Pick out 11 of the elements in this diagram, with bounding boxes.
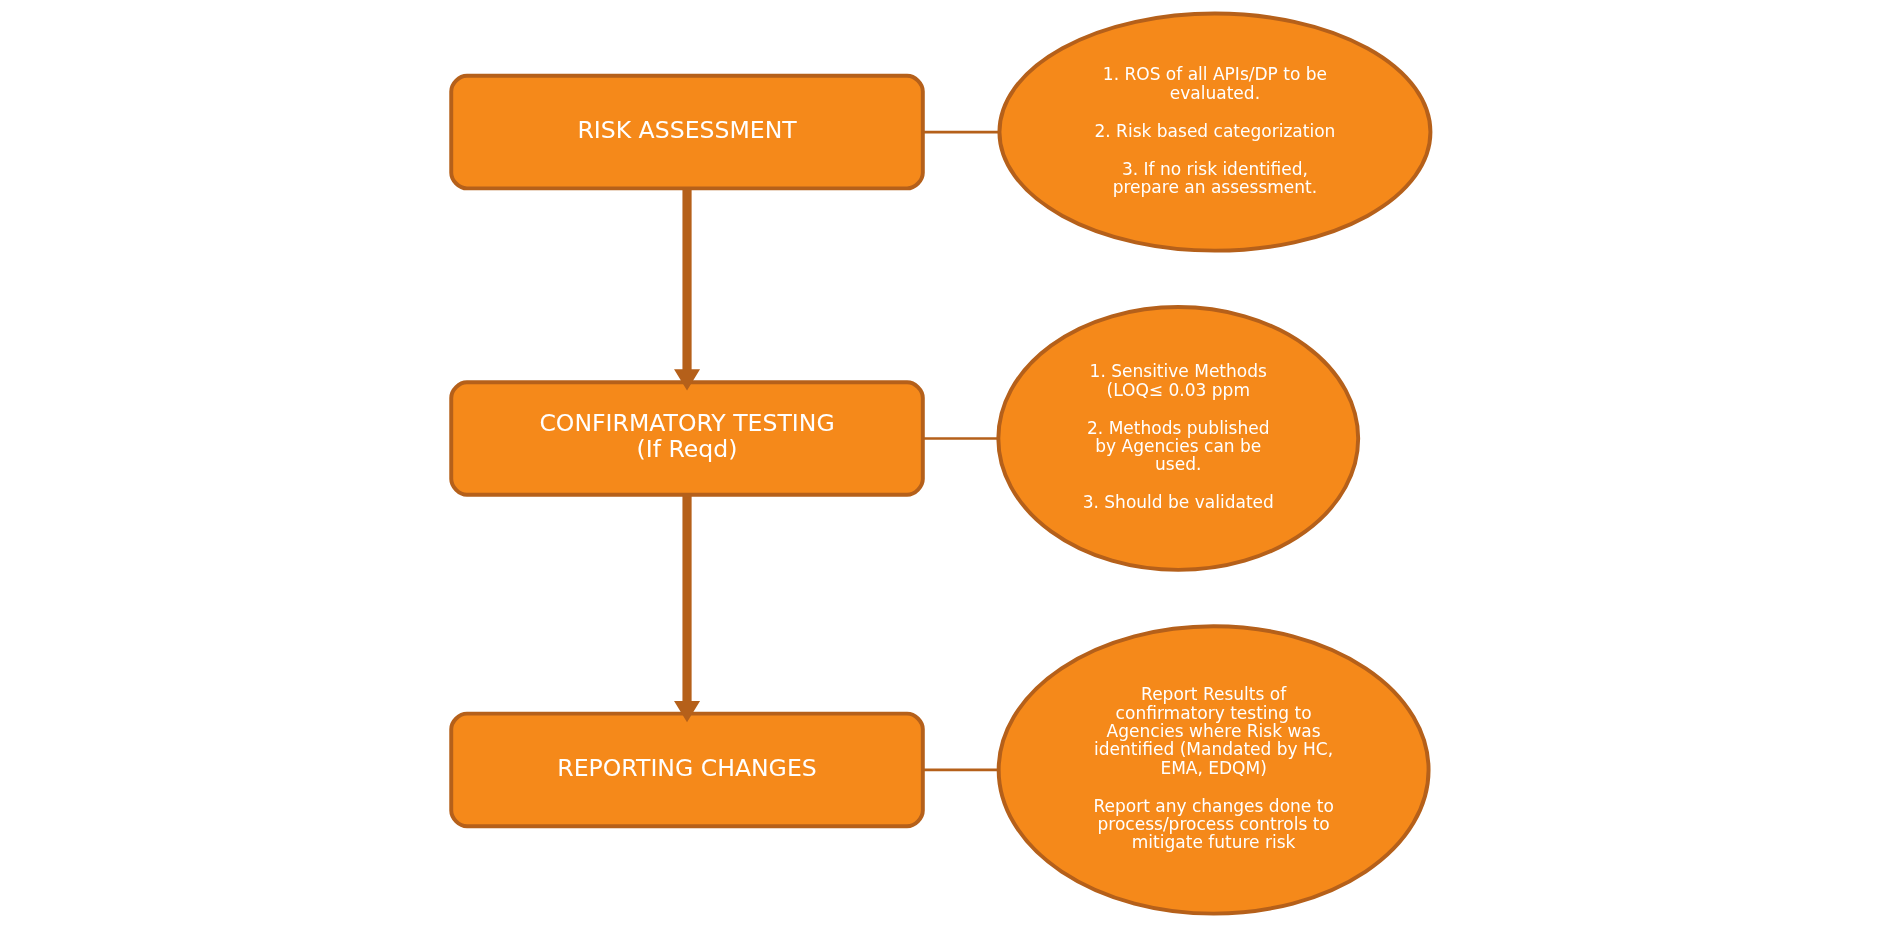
connector: [923, 130, 999, 134]
node-ellipse: 1. ROS of all APIs/DP to be evaluated. 2. Risk based categorization 3. If no risk identified, prepare an assessment.: [997, 11, 1433, 253]
arrow: [674, 494, 701, 723]
node-box: RISK ASSESSMENT: [449, 73, 925, 191]
connector: [923, 768, 999, 772]
node-box: REPORTING CHANGES: [449, 711, 925, 829]
connector: [923, 437, 999, 440]
node-ellipse: 1. Sensitive Methods (LOQ≤ 0.03 ppm 2. Methods published by Agencies can be used. 3. Should be validated: [996, 305, 1361, 572]
node-ellipse: Report Results of confirmatory testing to Agencies where Risk was identified (Mandated by HC, EMA, EDQM) Report any changes done to process/process controls to mitigate future risk: [996, 624, 1431, 916]
arrow: [674, 188, 701, 391]
node-box: CONFIRMATORY TESTING (If Reqd): [449, 380, 925, 497]
